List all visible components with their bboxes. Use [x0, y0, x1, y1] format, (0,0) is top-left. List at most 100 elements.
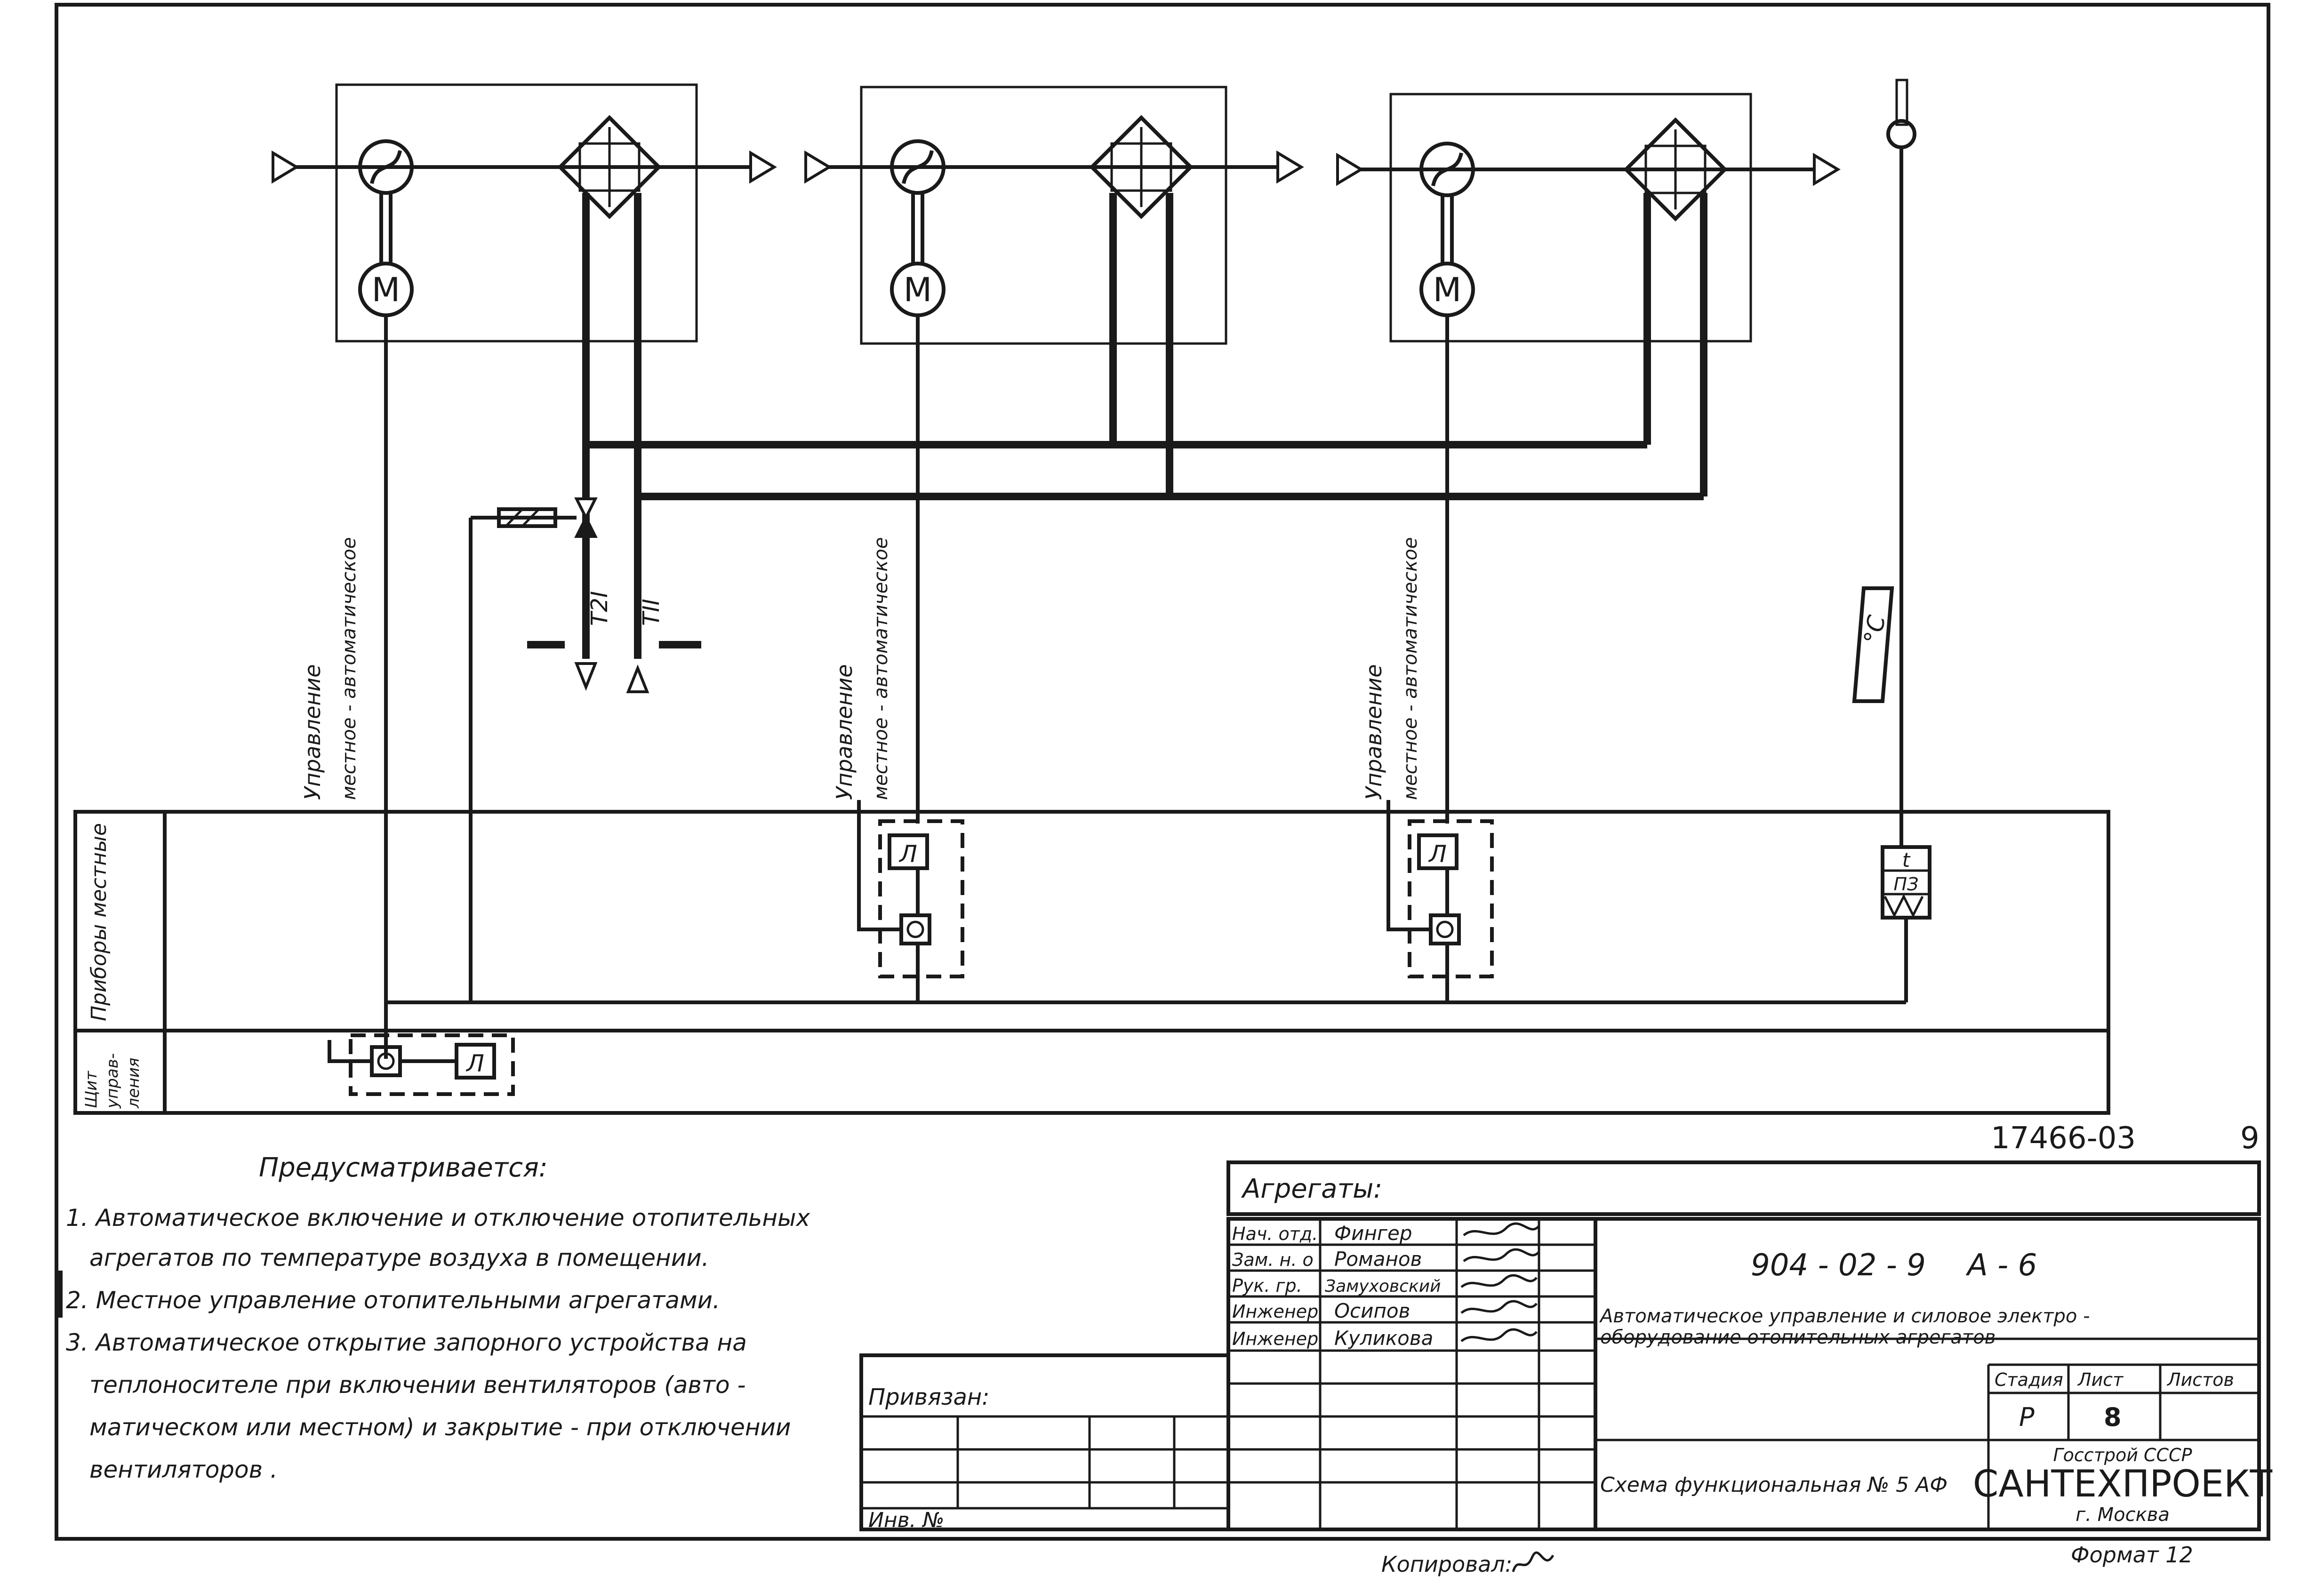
- heating-unit-3: M: [1336, 93, 1841, 343]
- unit-3-motor-label: M: [1433, 271, 1461, 309]
- room-thermometer: °C: [1852, 79, 1916, 847]
- sig-name-1: Фингер: [1334, 1222, 1412, 1245]
- sheet-number: 8: [2104, 1402, 2122, 1432]
- doc-code: 17466-03: [1991, 1121, 2136, 1156]
- note-line-1: 1. Автоматическое включение и отключение…: [66, 1204, 810, 1232]
- temperature-setpoint-box: [1852, 586, 1894, 703]
- notes-block: Предусматривается: 1. Автоматическое вкл…: [55, 1152, 810, 1483]
- project-number: 904 - 02 - 9: [1751, 1248, 1926, 1283]
- sig-role-2: Зам. н. о: [1232, 1249, 1314, 1270]
- unit-3-box: [1389, 93, 1752, 343]
- unit-1-heater-icon: [557, 115, 662, 219]
- unit-1-control-label-2: местное - автоматическое: [338, 537, 360, 800]
- copyist-signature: [1512, 1551, 1555, 1572]
- drawing-title: Схема функциональная № 5 АФ: [1600, 1473, 1947, 1497]
- title-line-2: оборудование отопительных агрегатов: [1600, 1327, 1995, 1348]
- col-sheets: Листов: [2166, 1369, 2234, 1390]
- sig-role-5: Инженер: [1232, 1328, 1318, 1349]
- copied-label: Копировал:: [1381, 1552, 1512, 1577]
- org-line-2: САНТЕХПРОЕКТ: [1973, 1463, 2273, 1505]
- note-line-5: теплоносителе при включении вентиляторов…: [89, 1371, 746, 1399]
- heating-unit-2: M: [804, 86, 1304, 345]
- org-line-3: г. Москва: [2076, 1504, 2170, 1526]
- unit-3-heater-icon: [1623, 117, 1728, 222]
- unit-3-control-label-2: местное - автоматическое: [1400, 537, 1421, 800]
- sheet-corner-number: 9: [2240, 1121, 2260, 1156]
- unit-1-air-inlet-arrow: [272, 150, 299, 184]
- signature-mark-3: [1460, 1274, 1538, 1288]
- row-label-panel-2: управ-: [103, 1053, 122, 1109]
- supply-arrow: [574, 662, 598, 691]
- unit-3-switch-icon: [1429, 913, 1461, 945]
- valve-actuator-icon: [497, 507, 557, 528]
- unit-1-control-label-1: Управление: [300, 664, 325, 800]
- unit-1-relay-label: Л: [465, 1050, 484, 1077]
- unit-3-relay-label: Л: [1428, 840, 1447, 868]
- heating-unit-1: M: [272, 83, 777, 343]
- return-arrow: [626, 664, 649, 693]
- unit-2-local-station: Л: [857, 800, 964, 1002]
- unit-3-fan-icon: [1419, 142, 1475, 197]
- signature-mark-5: [1460, 1328, 1538, 1343]
- unit-2-fan-icon: [890, 139, 946, 195]
- control-labels: Управление местное - автоматическое Упра…: [300, 537, 1421, 800]
- inventory-label: Инв. №: [868, 1508, 944, 1532]
- unit-1-fan-icon: [358, 139, 414, 195]
- instrument-table: Приборы местные Щит управ- ления: [73, 810, 2110, 1115]
- title-line-1: Автоматическое управление и силовое элек…: [1599, 1305, 2090, 1327]
- note-line-2: агрегатов по температуре воздуха в помещ…: [89, 1244, 709, 1272]
- sig-role-3: Рук. гр.: [1232, 1275, 1302, 1296]
- sig-name-4: Осипов: [1334, 1299, 1410, 1322]
- panel-station-unit-1: Л: [328, 1033, 515, 1096]
- heat-carrier-piping: T2I TII: [469, 193, 1707, 1002]
- unit-1-air-outlet-arrow: [749, 150, 777, 184]
- note-line-4: 3. Автоматическое открытие запорного уст…: [66, 1329, 747, 1356]
- format-label: Формат 12: [2071, 1542, 2193, 1568]
- unit-3-control-label-1: Управление: [1361, 664, 1386, 800]
- unit-2-box: [860, 86, 1227, 345]
- row-label-panel-1: Щит: [82, 1071, 101, 1108]
- drawing-frame: [55, 3, 2270, 1541]
- unit-2-heater-icon: [1089, 115, 1194, 219]
- unit-3-air-inlet-arrow: [1336, 152, 1364, 186]
- signature-mark-4: [1460, 1300, 1538, 1314]
- note-line-3: 2. Местное управление отопительными агре…: [66, 1287, 720, 1314]
- col-sheet: Лист: [2077, 1369, 2124, 1390]
- row-label-local-instruments: Приборы местные: [87, 823, 111, 1021]
- thermostat: t ПЗ: [1881, 845, 1931, 1002]
- sig-role-1: Нач. отд.: [1232, 1224, 1318, 1244]
- unit-2-relay-label: Л: [898, 840, 917, 868]
- title-block: 17466-03 9 Агрегаты: Привязан: Инв. № На…: [859, 1121, 2273, 1577]
- unit-1-fan-blade: [370, 150, 402, 184]
- unit-2-motor-label: M: [904, 271, 932, 309]
- unit-2-air-inlet-arrow: [804, 150, 832, 184]
- shutoff-valve-icon: [574, 497, 598, 521]
- album-code: А - 6: [1965, 1248, 2037, 1283]
- note-line-6: матическом или местном) и закрытие - при…: [89, 1414, 791, 1441]
- unit-2-control-label-2: местное - автоматическое: [870, 537, 892, 800]
- sig-role-4: Инженер: [1232, 1301, 1318, 1322]
- row-label-panel-3: ления: [124, 1058, 143, 1109]
- thermostat-symbol: t: [1902, 848, 1911, 872]
- org-line-1: Госстрой СССР: [2053, 1445, 2192, 1465]
- thermostat-code: ПЗ: [1894, 874, 1919, 895]
- unit-2-switch-icon: [899, 913, 931, 945]
- unit-3-local-station: Л: [1386, 800, 1494, 1002]
- units-label: Агрегаты:: [1241, 1174, 1382, 1204]
- notes-heading: Предусматривается:: [259, 1152, 548, 1183]
- thermometer-icon: [1895, 79, 1908, 126]
- unit-2-control-label-1: Управление: [832, 664, 857, 800]
- sig-name-3: Замуховский: [1325, 1277, 1441, 1296]
- signature-mark-2: [1463, 1248, 1540, 1263]
- return-pipe-label: TII: [638, 599, 665, 626]
- signature-mark-1: [1463, 1222, 1540, 1237]
- bound-label: Привязан:: [868, 1384, 989, 1410]
- unit-1-box: [335, 83, 698, 343]
- unit-1-motor-label: M: [372, 271, 400, 309]
- note-line-7: вентиляторов .: [89, 1456, 278, 1483]
- sig-name-2: Романов: [1334, 1248, 1422, 1271]
- thermometer-unit-label: °C: [1859, 613, 1891, 646]
- col-stage: Стадия: [1995, 1369, 2063, 1390]
